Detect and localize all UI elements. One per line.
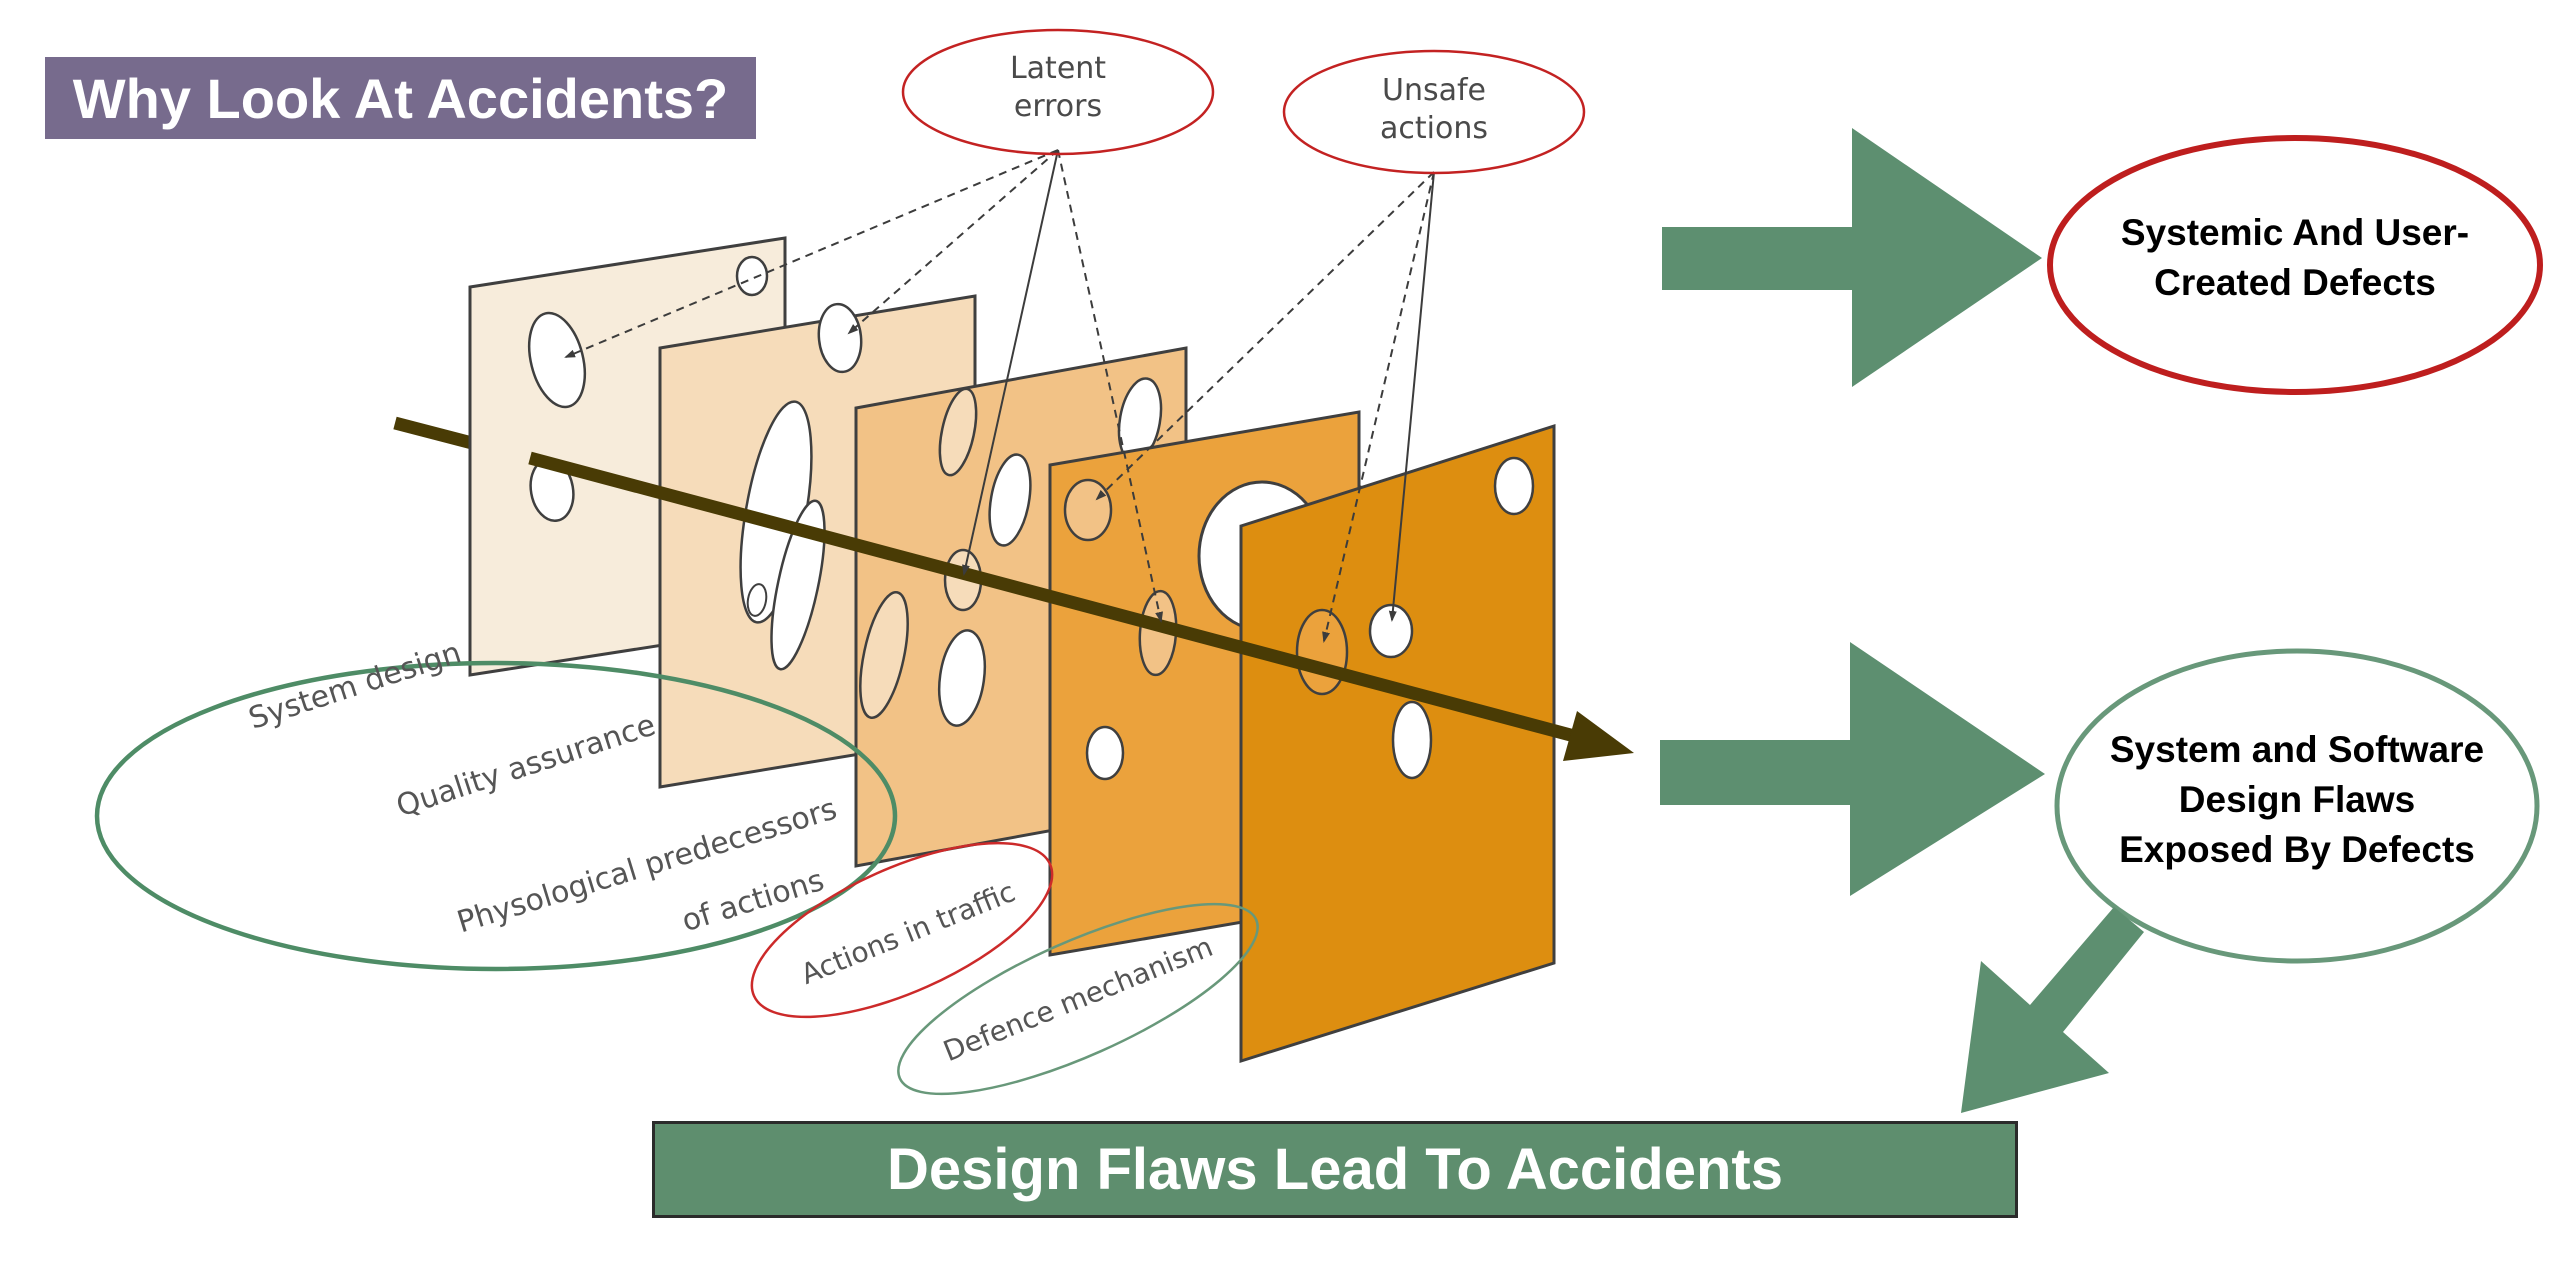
- slice-hole: [817, 302, 863, 374]
- unsafe-actions-label: Unsafe actions: [1380, 72, 1488, 148]
- page-title: Why Look At Accidents?: [72, 66, 729, 130]
- design-flaws-line1: System and Software: [2109, 729, 2485, 770]
- latent-errors-label: Latent errors: [1010, 50, 1106, 126]
- systemic-defects-label: Systemic And User- Created Defects: [2121, 208, 2469, 308]
- right-arrow-top: [1662, 128, 2042, 387]
- design-flaws-line3: Exposed By Defects: [2119, 829, 2475, 870]
- slice-hole: [746, 583, 768, 617]
- slice-hole: [1085, 725, 1125, 781]
- slice-hole: [859, 591, 909, 719]
- unsafe-actions-line1: Unsafe: [1381, 73, 1487, 108]
- systemic-defects-line1: Systemic And User-: [2120, 212, 2470, 253]
- design-flaws-label: System and Software Design Flaws Exposed…: [2110, 725, 2484, 875]
- slice-hole: [770, 499, 826, 671]
- actions-in-traffic-oval: [750, 841, 1054, 1019]
- slice-hole: [988, 453, 1032, 547]
- bottom-banner: Design Flaws Lead To Accidents: [652, 1121, 2018, 1218]
- causal-line-latent-slice4: [1057, 149, 1163, 623]
- bottom-banner-label: Design Flaws Lead To Accidents: [887, 1137, 1783, 1202]
- slice-hole: [735, 255, 769, 297]
- cheese-slice-5: [1239, 423, 1556, 1064]
- accident-trajectory-arrow-tail: [393, 416, 474, 450]
- right-arrow-bottom: [1660, 642, 2045, 896]
- design-layers-group-oval: [94, 660, 898, 972]
- systemic-defects-line2: Created Defects: [2154, 262, 2436, 303]
- slice-hole: [937, 629, 987, 727]
- unsafe-actions-line2: actions: [1380, 111, 1488, 146]
- slice-hole: [1493, 456, 1535, 516]
- causal-line-unsafe-slice5a: [1322, 171, 1435, 643]
- latent-errors-oval: [901, 28, 1215, 156]
- title-banner: Why Look At Accidents?: [45, 57, 756, 139]
- unsafe-actions-oval: [1282, 49, 1586, 175]
- latent-errors-line2: errors: [1013, 89, 1103, 124]
- design-flaws-oval: [2054, 648, 2540, 964]
- causal-line-latent-slice3: [962, 149, 1059, 576]
- causal-line-latent-slice2: [847, 149, 1059, 335]
- slice-hole: [1063, 478, 1113, 542]
- latent-errors-line1: Latent: [1009, 51, 1107, 86]
- slice-hole: [1368, 603, 1414, 659]
- defence-mechanism-oval: [897, 902, 1259, 1096]
- accident-trajectory-arrow-shaft: [528, 451, 1580, 744]
- accident-trajectory-arrow: [528, 451, 1634, 761]
- causal-lines: [564, 149, 1435, 643]
- causal-line-unsafe-slice5b: [1388, 171, 1435, 622]
- slice-hole: [1391, 700, 1433, 780]
- down-left-arrow: [1961, 907, 2144, 1113]
- accident-trajectory-arrowhead: [1563, 711, 1634, 761]
- slice-hole: [527, 311, 587, 409]
- design-flaws-line2: Design Flaws: [2178, 779, 2416, 820]
- slice-hole: [938, 387, 978, 477]
- systemic-defects-oval: [2047, 135, 2543, 395]
- slice-hole: [1295, 608, 1349, 696]
- causal-line-latent-slice1: [564, 149, 1059, 358]
